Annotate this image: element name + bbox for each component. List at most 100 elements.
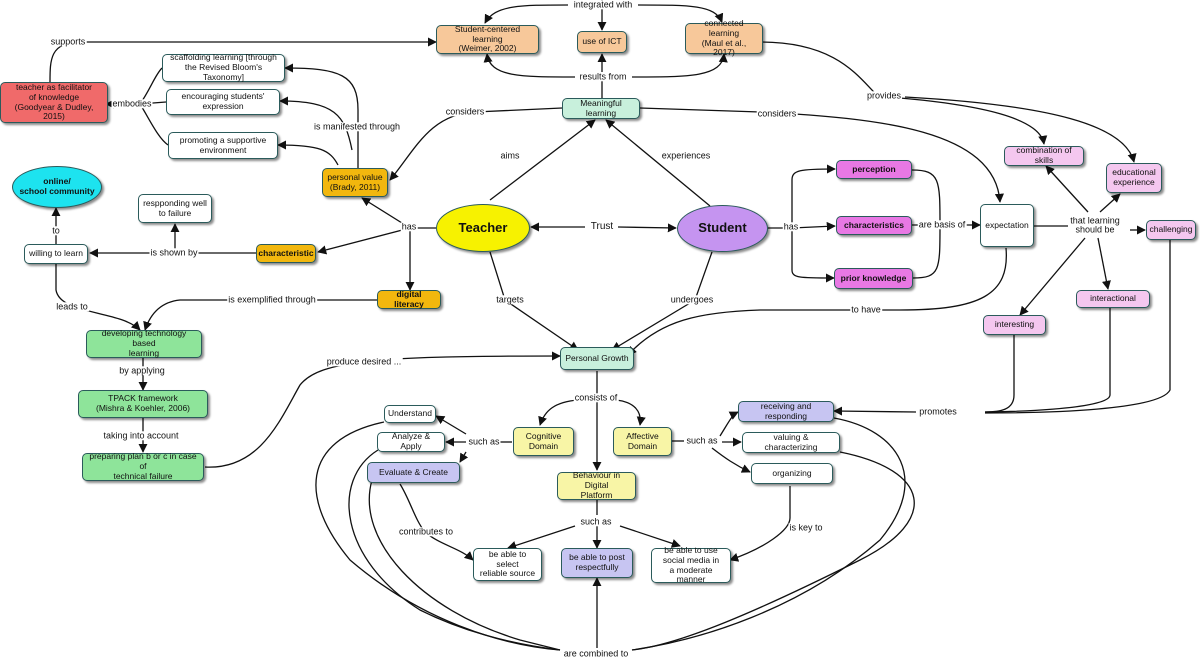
edge-combined-evaluate — [368, 479, 561, 651]
label-consists-of: consists of — [573, 392, 619, 403]
label-are-combined-to: are combined to — [562, 648, 630, 659]
edge-has-perception — [791, 164, 836, 228]
edge-suchas-receiving — [719, 411, 739, 437]
node-label: be able to use social media in a moderat… — [662, 544, 720, 585]
edge-manifested-prom — [277, 140, 339, 166]
label-taking-into-account: taking into account — [102, 430, 180, 441]
node-personal-value[interactable]: personal value (Brady, 2011) — [322, 168, 388, 197]
edge-has-characteristic — [317, 227, 411, 255]
label-are-basis-of: are basis of — [917, 219, 967, 230]
label-is-key-to: is key to — [788, 522, 824, 533]
node-tpack-framework[interactable]: TPACK framework (Mishra & Koehler, 2006) — [78, 390, 208, 418]
node-willing-to-learn[interactable]: willing to learn — [24, 244, 88, 264]
node-label: encouraging students' expression — [181, 91, 265, 111]
node-label: expectation — [985, 219, 1029, 230]
node-scaffolding-learning[interactable]: scaffolding learning [through the Revise… — [162, 52, 285, 82]
edge-manifested-enc — [279, 96, 353, 151]
node-label: respponding well to failure — [143, 197, 207, 218]
node-responding-failure[interactable]: respponding well to failure — [138, 194, 212, 223]
node-label: be able to post respectfully — [569, 552, 625, 572]
node-interactional[interactable]: interactional — [1076, 290, 1150, 308]
label-leads-to: leads to — [55, 301, 89, 312]
label-has-teacher: has — [400, 221, 418, 232]
node-expectation[interactable]: expectation — [980, 204, 1034, 247]
node-characteristic[interactable]: characteristic — [256, 244, 316, 263]
edge-experiences — [605, 119, 711, 207]
edge-integrated-connected — [637, 4, 724, 23]
node-prior-knowledge[interactable]: prior knowledge — [834, 268, 913, 289]
node-student-centered-learning[interactable]: Student-centered learning (Weimer, 2002) — [436, 23, 539, 54]
node-label: developing technology based learning — [101, 328, 187, 358]
label-contributes-to: contributes to — [397, 526, 455, 537]
node-label: Student-centered learning (Weimer, 2002) — [454, 23, 521, 54]
node-valuing-characterizing[interactable]: valuing & characterizing — [742, 432, 840, 453]
node-post-respectfully[interactable]: be able to post respectfully — [561, 548, 633, 578]
edge-has-prior — [791, 228, 835, 283]
edge-consists-aff — [615, 399, 646, 426]
node-teacher-facilitator[interactable]: teacher as facilitator of knowledge (Goo… — [0, 82, 108, 123]
node-connected-learning[interactable]: connected learning (Maul et al., 2017) — [685, 18, 763, 57]
node-label: use of ICT — [582, 36, 622, 47]
node-combination-skills[interactable]: combination of skills — [1004, 145, 1084, 166]
label-is-manifested-through: is manifested through — [312, 121, 402, 132]
label-provides: provides — [865, 90, 903, 101]
node-use-of-ict[interactable]: use of ICT — [577, 31, 627, 53]
edge-suchas-select — [507, 525, 576, 550]
node-receiving-responding[interactable]: receiving and responding — [738, 401, 834, 422]
label-such-as-behaviour: such as — [579, 516, 613, 527]
label-is-exemplified-through: is exemplified through — [227, 294, 317, 305]
node-social-media-moderate[interactable]: be able to use social media in a moderat… — [651, 544, 731, 585]
node-label: Student — [698, 220, 747, 236]
edge-promotes-inter — [984, 308, 1111, 413]
node-digital-literacy[interactable]: digital literacy — [377, 288, 441, 309]
node-characteristics[interactable]: characteristics — [836, 216, 912, 235]
node-developing-technology[interactable]: developing technology based learning — [86, 328, 202, 358]
node-evaluate-create[interactable]: Evaluate & Create — [367, 462, 460, 483]
edge-promotes-chal — [984, 240, 1171, 414]
edge-suchas-understand — [435, 415, 467, 435]
node-behaviour-digital-platform[interactable]: Behaviour in Digital Platform — [557, 470, 636, 500]
node-meaningful-learning[interactable]: Meaningful learning — [562, 98, 640, 119]
node-perception[interactable]: perception — [836, 160, 912, 179]
node-interesting[interactable]: interesting — [983, 315, 1046, 335]
node-label: willing to learn — [29, 248, 83, 259]
node-student[interactable]: Student — [677, 205, 768, 252]
node-label: Affective Domain — [626, 430, 659, 451]
node-educational-experience[interactable]: educational experience — [1106, 163, 1162, 193]
edge-results-student-centered — [483, 53, 576, 78]
node-label: valuing & characterizing — [764, 431, 818, 452]
node-teacher[interactable]: Teacher — [436, 204, 530, 252]
label-is-shown-by: is shown by — [149, 247, 199, 258]
node-label: promoting a supportive environment — [179, 134, 267, 155]
node-label: online/ school community — [19, 176, 95, 196]
node-label: interactional — [1090, 293, 1136, 304]
node-select-reliable-source[interactable]: be able to select reliable source — [473, 548, 542, 581]
node-preparing-plan[interactable]: preparing plan b or c in case of technic… — [82, 451, 204, 481]
node-online-community[interactable]: online/ school community — [12, 166, 102, 208]
edge-leads-to — [55, 264, 141, 331]
node-label: organizing — [772, 467, 812, 478]
node-encouraging-expression[interactable]: encouraging students' expression — [166, 89, 280, 115]
edge-contributes — [399, 483, 474, 561]
node-challenging[interactable]: challenging — [1146, 220, 1196, 240]
node-organizing[interactable]: organizing — [751, 463, 833, 484]
edge-to-have — [627, 247, 1007, 356]
node-label: digital literacy — [394, 288, 424, 309]
edge-consists-cog — [538, 399, 579, 426]
node-label: teacher as facilitator of knowledge (Goo… — [14, 81, 94, 122]
label-aims: aims — [499, 150, 521, 161]
edge-exemplified — [143, 299, 377, 331]
node-cognitive-domain[interactable]: Cognitive Domain — [513, 427, 574, 456]
node-label: Behaviour in Digital Platform — [572, 470, 621, 500]
label-has-student: has — [782, 221, 800, 232]
node-promoting-supportive[interactable]: promoting a supportive environment — [168, 132, 278, 159]
node-label: Meaningful learning — [580, 97, 622, 118]
node-understand[interactable]: Understand — [384, 405, 436, 423]
node-affective-domain[interactable]: Affective Domain — [613, 427, 672, 456]
node-personal-growth[interactable]: Personal Growth — [560, 347, 634, 370]
edge-suchas-organizing — [711, 447, 751, 473]
node-analyze-apply[interactable]: Analyze & Apply — [377, 431, 445, 452]
edge-promotes-int — [984, 334, 1015, 413]
node-label: challenging — [1149, 224, 1193, 235]
